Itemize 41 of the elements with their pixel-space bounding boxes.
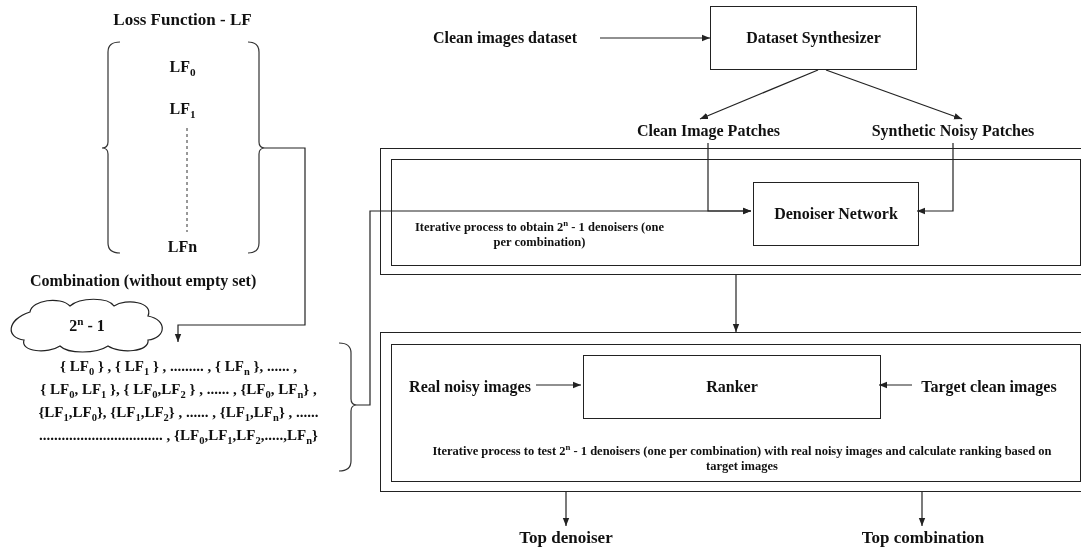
combination-line: {LF$_{1}$,LF$_{0}$}, {LF$_{1}$,LF$_{2}$} , ...... , {LF$_{1}$,LF$_{n}$} , ......	[37, 404, 320, 423]
node-text: Ranker	[706, 378, 758, 396]
process-box	[583, 355, 881, 419]
process-box	[710, 6, 917, 70]
arrow	[699, 69, 819, 120]
output-label: Top denoiser	[505, 526, 627, 550]
output-label: Top combination	[848, 526, 998, 550]
arrow	[535, 381, 582, 389]
combination-line: { LF$_{0}$ } , { LF$_{1}$ } , ......... , { LF$_{n}$ }, ...... ,	[59, 358, 298, 377]
group-box	[380, 148, 1081, 275]
combination-line: { LF$_{0}$, LF$_{1}$ }, { LF$_{0}$,LF$_{2}$ } , ...... , {LF$_{0}$, LF$_{n}$} ,	[39, 381, 318, 400]
arrow	[825, 69, 963, 120]
process-note: Iterative process to test 2$^{n}$ - 1 denoisers (one per combination) with real noisy images and calculate ranking based on target images	[431, 442, 1053, 475]
arrow	[174, 147, 306, 343]
group-box	[380, 332, 1081, 492]
set-element: LF$_{1}$	[168, 100, 197, 121]
node-text: 2$^{n}$ - 1	[69, 314, 105, 336]
input-label: Clean images dataset	[410, 26, 600, 50]
arrow	[878, 381, 913, 389]
set-element: LFn	[166, 238, 199, 256]
combination-line: ................................. , {LF$_{0}$,LF$_{1}$,LF$_{2}$,.....,LF$_{n}$}	[38, 427, 319, 446]
arrow	[707, 142, 752, 215]
process-note: Iterative process to obtain 2$^{n}$ - 1 denoisers (one per combination)	[413, 218, 666, 251]
arrow	[732, 274, 740, 333]
arrow	[599, 34, 711, 42]
node-text: Denoiser Network	[774, 205, 898, 223]
input-label: Target clean images	[914, 376, 1064, 398]
output-label: Clean Image Patches	[630, 119, 787, 143]
set-element: LF$_{0}$	[168, 58, 197, 79]
group-box	[391, 344, 1081, 482]
cloud-shape	[8, 298, 166, 352]
group-box	[391, 159, 1081, 266]
arrow	[916, 142, 954, 215]
node-text: Dataset Synthesizer	[746, 29, 881, 47]
process-box	[753, 182, 919, 246]
arrow	[562, 491, 570, 527]
arrow	[918, 491, 926, 527]
input-label: Real noisy images	[402, 376, 538, 398]
caption-text: Combination (without empty set)	[30, 272, 257, 290]
output-label: Synthetic Noisy Patches	[868, 119, 1038, 143]
heading: Loss Function - LF	[112, 10, 253, 30]
